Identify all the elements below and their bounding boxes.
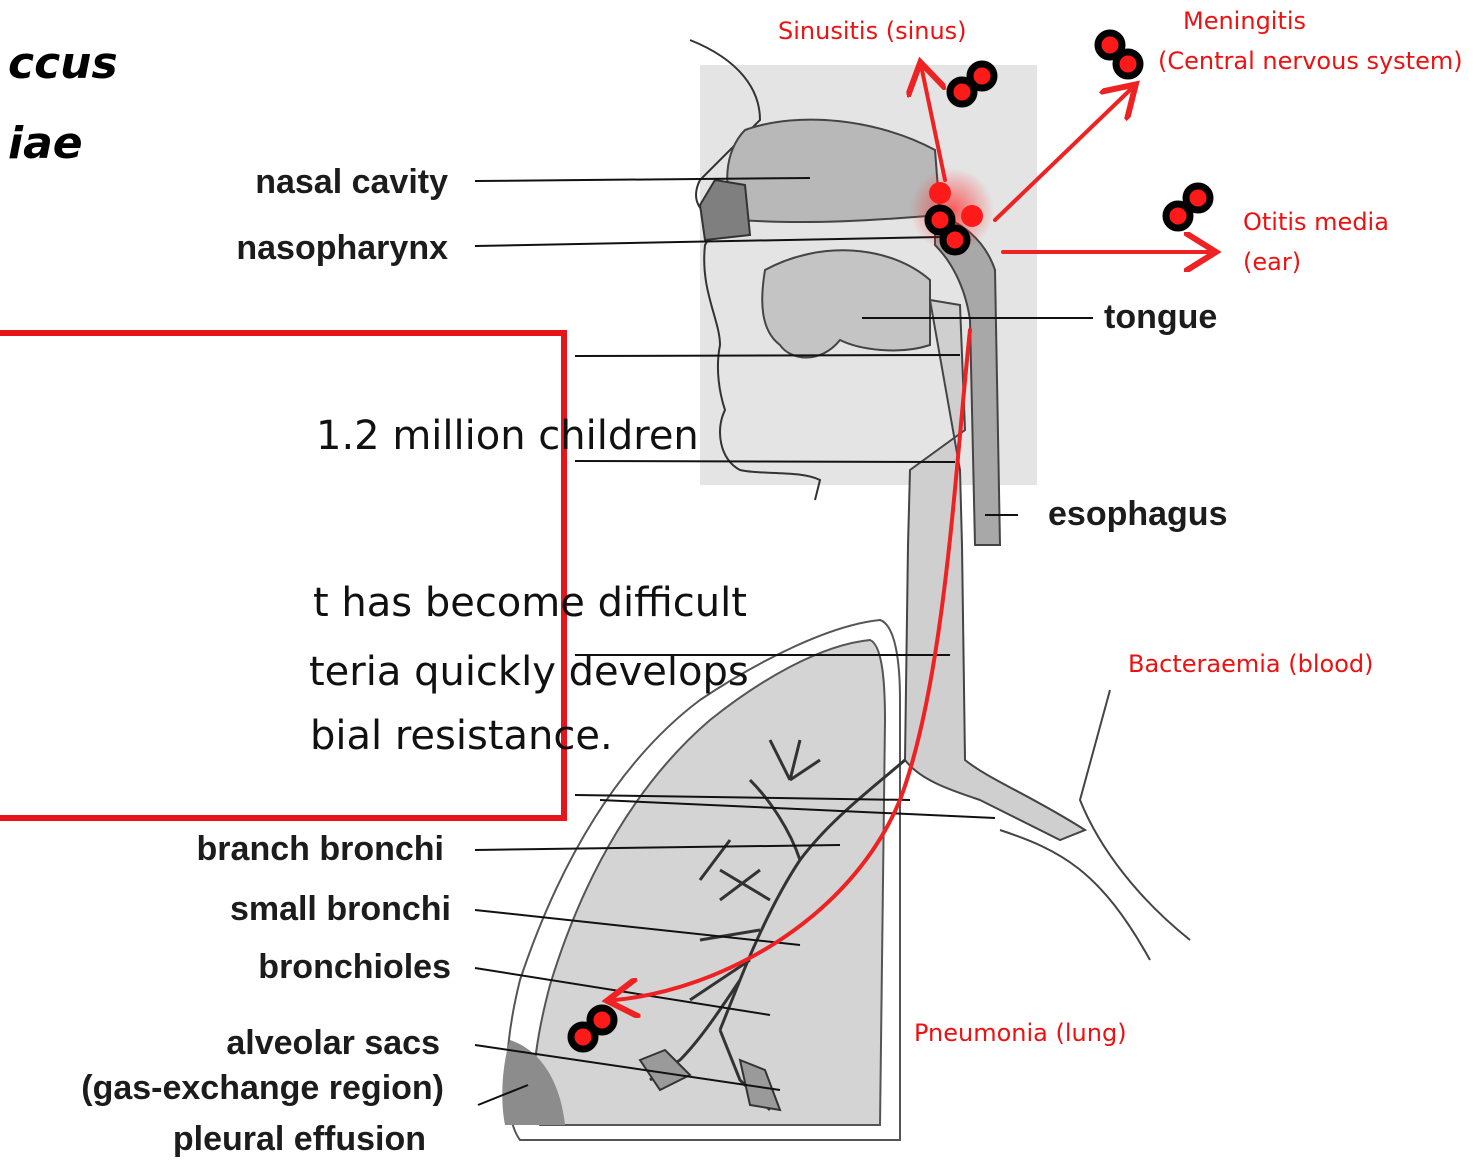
tongue-shape	[762, 250, 930, 357]
bacteria-ear	[1166, 186, 1210, 228]
bacteria-free-1	[929, 182, 951, 204]
label-nasal-cavity: nasal cavity	[255, 165, 448, 199]
label-alveolar-sacs: alveolar sacs	[226, 1026, 440, 1060]
bacteria-free-2	[961, 205, 983, 227]
info-line-3: teria quickly develops	[309, 652, 749, 692]
label-tongue: tongue	[1104, 300, 1217, 334]
disease-otitis-media: Otitis media	[1243, 207, 1389, 238]
label-small-bronchi: small bronchi	[230, 892, 451, 926]
disease-meningitis-site: (Central nervous system)	[1158, 46, 1463, 77]
disease-pneumonia: Pneumonia (lung)	[914, 1018, 1127, 1049]
label-bronchioles: bronchioles	[258, 950, 451, 984]
disease-bacteraemia: Bacteraemia (blood)	[1128, 649, 1374, 680]
label-pleural-effusion: pleural effusion	[173, 1122, 426, 1156]
label-gas-exchange: (gas-exchange region)	[81, 1071, 444, 1105]
slide-title-line1: ccus	[8, 42, 118, 86]
info-line-1: 1.2 million children	[316, 416, 699, 456]
disease-sinusitis: Sinusitis (sinus)	[778, 16, 967, 47]
slide-title-line2: iae	[8, 122, 83, 166]
info-box: 1.2 million children t has become diffic…	[0, 330, 567, 821]
label-nasopharynx: nasopharynx	[236, 231, 448, 265]
info-line-2: t has become difficult	[313, 583, 747, 623]
info-line-4: bial resistance.	[310, 716, 613, 756]
disease-otitis-site: (ear)	[1243, 247, 1301, 278]
disease-meningitis: Meningitis	[1183, 6, 1306, 37]
bacteria-meninges	[1098, 33, 1140, 76]
label-branch-bronchi: branch bronchi	[197, 832, 444, 866]
label-esophagus: esophagus	[1048, 497, 1227, 531]
